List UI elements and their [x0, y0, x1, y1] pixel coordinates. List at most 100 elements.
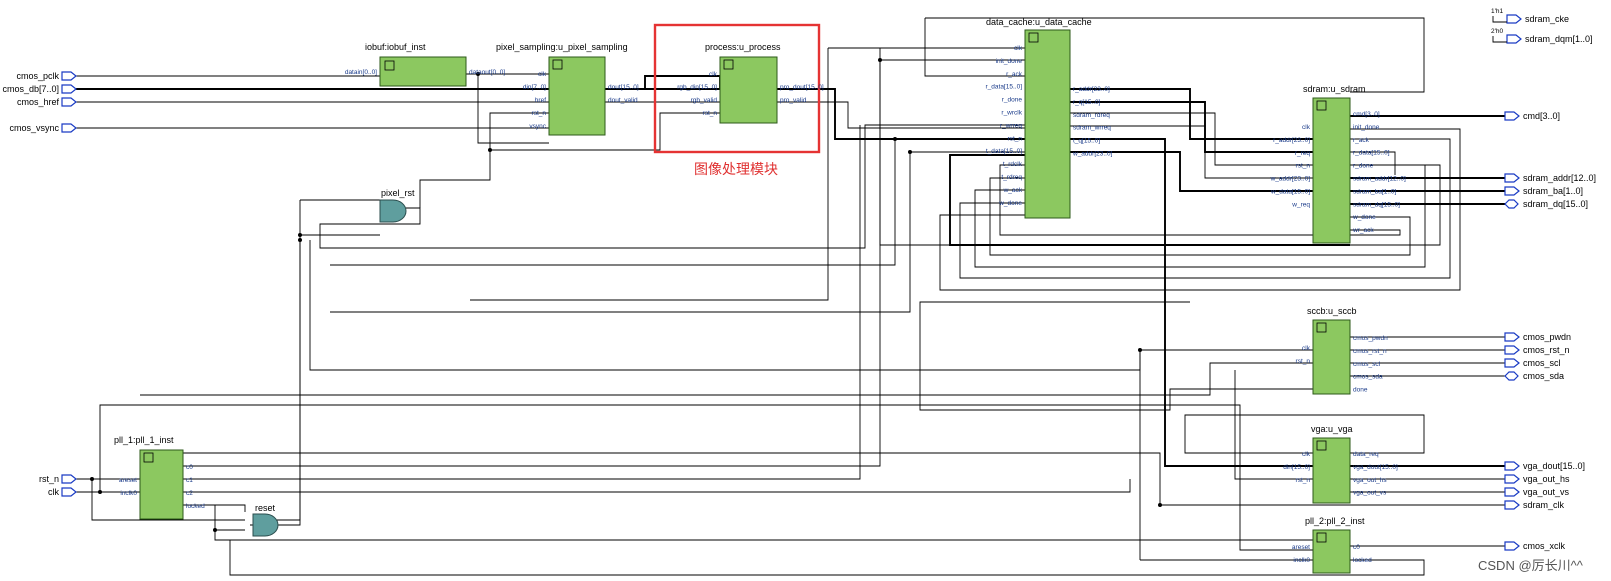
port-label: sdram_clk	[1523, 500, 1565, 510]
block-vga[interactable]: vga:u_vga clk din[15..0] rst_n data_reqv…	[1283, 424, 1398, 504]
const-label: 2'h0	[1491, 28, 1503, 35]
block-title: pixel_sampling:u_pixel_sampling	[496, 42, 628, 52]
output-port[interactable]: sdram_addr[12..0]	[1504, 173, 1596, 183]
input-port[interactable]: cmos_pclk	[16, 71, 77, 81]
pin-label: cmos_rst_n	[1353, 348, 1387, 355]
block-pll1[interactable]: pll_1:pll_1_inst areset inclk0 c0 c1 c2 …	[114, 435, 205, 520]
port-label: cmos_db[7..0]	[2, 84, 59, 94]
pin-label: t_rdreq	[1001, 174, 1022, 181]
gate-label: reset	[255, 503, 276, 513]
input-port[interactable]: cmos_href	[17, 97, 77, 107]
pin-label: r_addr[23..0]	[1273, 137, 1310, 144]
port-label: vga_out_hs	[1523, 474, 1570, 484]
pin-label: done	[1353, 387, 1368, 394]
input-port[interactable]: cmos_vsync	[9, 123, 77, 133]
output-port[interactable]: sdram_ba[1..0]	[1504, 186, 1583, 196]
output-port[interactable]: sdram_clk	[1504, 500, 1565, 510]
block-title: process:u_process	[705, 42, 781, 52]
pin-label: sdram_addr[12..0]	[1353, 176, 1406, 183]
port-label: cmos_pwdn	[1523, 332, 1571, 342]
pin-label: rst_n	[1296, 163, 1311, 170]
grid-icon	[384, 60, 395, 71]
grid-icon	[1028, 32, 1039, 43]
port-label: cmos_vsync	[9, 123, 59, 133]
pin-label: clk	[1302, 451, 1311, 458]
output-port[interactable]: cmos_sda	[1504, 371, 1564, 381]
block-title: pll_1:pll_1_inst	[114, 435, 174, 445]
output-port[interactable]: cmd[3..0]	[1504, 111, 1560, 121]
pin-label: r_done	[1353, 163, 1374, 170]
block-title: pll_2:pll_2_inst	[1305, 516, 1365, 526]
output-port[interactable]: cmos_rst_n	[1504, 345, 1570, 355]
block-process[interactable]: process:u_process clk rgb_din[15..0] rgb…	[677, 42, 824, 124]
output-port[interactable]: cmos_pwdn	[1504, 332, 1571, 342]
output-port[interactable]: vga_out_hs	[1504, 474, 1570, 484]
block-pixel-sampling[interactable]: pixel_sampling:u_pixel_sampling clk din[…	[496, 42, 639, 136]
input-port[interactable]: cmos_db[7..0]	[2, 84, 77, 94]
port-label: sdram_ba[1..0]	[1523, 186, 1583, 196]
pin-label: c2	[186, 490, 193, 497]
pin-label: init_done	[996, 58, 1023, 65]
pin-label: dout[15..0]	[608, 84, 639, 91]
port-label: sdram_cke	[1525, 14, 1569, 24]
wires	[76, 17, 1505, 576]
port-label: cmd[3..0]	[1523, 111, 1560, 121]
block-iobuf[interactable]: iobuf:iobuf_inst datain[0..0] dataout[0.…	[345, 42, 506, 87]
pin-label: din[15..0]	[1283, 464, 1310, 471]
pin-label: w_done	[1352, 214, 1376, 221]
block-title: sdram:u_sdram	[1303, 84, 1366, 94]
port-label: cmos_scl	[1523, 358, 1561, 368]
pin-label: inclk0	[120, 490, 137, 497]
pin-label: w_req	[1291, 201, 1310, 208]
output-port[interactable]: cmos_xclk	[1504, 541, 1566, 551]
pin-label: w_addr[23..0]	[1270, 176, 1311, 183]
port-label: clk	[48, 487, 59, 497]
block-data-cache[interactable]: data_cache:u_data_cache clkinit_doner_ac…	[986, 17, 1113, 219]
pin-label: c0	[186, 464, 193, 471]
pin-label: cmos_scl	[1353, 361, 1381, 368]
block-sdram[interactable]: sdram:u_sdram clkr_addr[23..0]r_reqrst_n…	[1270, 84, 1406, 244]
input-port[interactable]: rst_n	[39, 474, 77, 484]
pin-label: locked	[1353, 557, 1372, 564]
process-annotation: 图像处理模块	[694, 161, 778, 177]
block-title: vga:u_vga	[1311, 424, 1353, 434]
pin-label: cmd[3..0]	[1353, 111, 1380, 118]
output-port[interactable]: sdram_dq[15..0]	[1504, 199, 1588, 209]
pin-label: inclk0	[1293, 557, 1310, 564]
gate-pixel-rst[interactable]: pixel_rst	[379, 188, 415, 223]
output-port[interactable]: sdram_cke	[1506, 14, 1569, 24]
output-port[interactable]: sdram_dqm[1..0]	[1506, 34, 1593, 44]
pin-label: rgb_valid	[691, 97, 718, 104]
pin-label: w_done	[998, 200, 1022, 207]
block-sccb[interactable]: sccb:u_sccb clk rst_n cmos_pwdncmos_rst_…	[1296, 306, 1389, 395]
pin-label: rst_n	[1008, 135, 1023, 142]
pin-label: pro_valid	[780, 97, 807, 104]
pin-label: t_data[15..0]	[986, 148, 1022, 155]
output-port[interactable]: vga_out_vs	[1504, 487, 1570, 497]
pin-label: areset	[1292, 544, 1310, 551]
pin-label: r_ack	[1006, 71, 1023, 78]
block-pll2[interactable]: pll_2:pll_2_inst areset inclk0 c0 locked	[1292, 516, 1372, 574]
input-port[interactable]: clk	[48, 487, 77, 497]
gate-label: pixel_rst	[381, 188, 415, 198]
block-title: sccb:u_sccb	[1307, 306, 1357, 316]
pin-label: vsync	[529, 123, 546, 130]
gate-reset[interactable]: reset	[252, 503, 279, 537]
port-label: sdram_dq[15..0]	[1523, 199, 1588, 209]
port-label: cmos_rst_n	[1523, 345, 1570, 355]
pin-label: vga_dout[15..0]	[1353, 464, 1398, 471]
pin-label: clk	[1302, 124, 1311, 131]
pin-label: r_data[15..0]	[1353, 150, 1390, 157]
input-ports: cmos_pclk cmos_db[7..0] cmos_href cmos_vsyn…	[2, 71, 77, 497]
pin-label: sdram_rdreq	[1073, 112, 1110, 119]
pin-label: init_done	[1353, 124, 1380, 131]
output-port[interactable]: vga_dout[15..0]	[1504, 461, 1585, 471]
pin-label: r_wrreq	[1000, 122, 1022, 129]
pin-label: clk	[1302, 345, 1311, 352]
pin-label: sdram_ba[1..0]	[1353, 188, 1397, 195]
grid-icon	[552, 59, 563, 70]
pin-label: r_addr[23..0]	[1073, 86, 1110, 93]
output-port[interactable]: cmos_scl	[1504, 358, 1561, 368]
grid-icon	[1316, 322, 1327, 333]
